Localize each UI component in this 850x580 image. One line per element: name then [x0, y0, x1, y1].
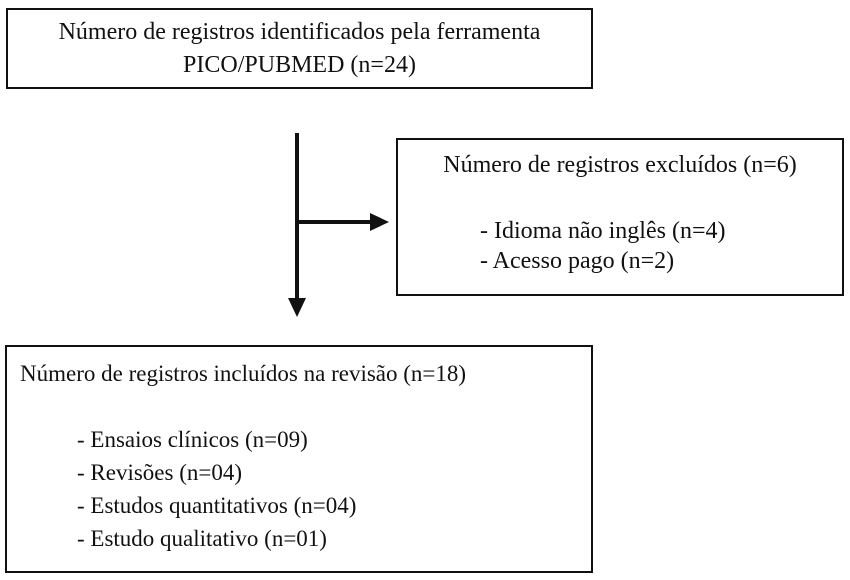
box-identified-line1: Número de registros identificados pela f…	[58, 19, 541, 45]
box-excluded: Número de registros excluídos (n=6) - Id…	[396, 138, 844, 296]
box-identified-line2: PICO/PUBMED (n=24)	[183, 52, 416, 78]
list-item: - Estudos quantitativos (n=04)	[77, 493, 357, 518]
arrow-down-icon	[288, 133, 306, 317]
box-included-items: - Ensaios clínicos (n=09) - Revisões (n=…	[77, 423, 591, 555]
box-identified: Número de registros identificados pela f…	[6, 8, 593, 89]
list-item: - Idioma não inglês (n=4)	[480, 218, 726, 244]
box-included: Número de registros incluídos na revisão…	[5, 345, 593, 573]
arrow-right-icon	[297, 213, 389, 231]
box-included-title: Número de registros incluídos na revisão…	[20, 361, 467, 386]
list-item: - Estudo qualitativo (n=01)	[77, 526, 327, 551]
list-item: - Acesso pago (n=2)	[480, 248, 675, 274]
box-excluded-title: Número de registros excluídos (n=6)	[443, 152, 797, 178]
list-item: - Revisões (n=04)	[77, 460, 242, 485]
list-item: - Ensaios clínicos (n=09)	[77, 427, 308, 452]
box-excluded-items: - Idioma não inglês (n=4) - Acesso pago …	[480, 216, 842, 276]
